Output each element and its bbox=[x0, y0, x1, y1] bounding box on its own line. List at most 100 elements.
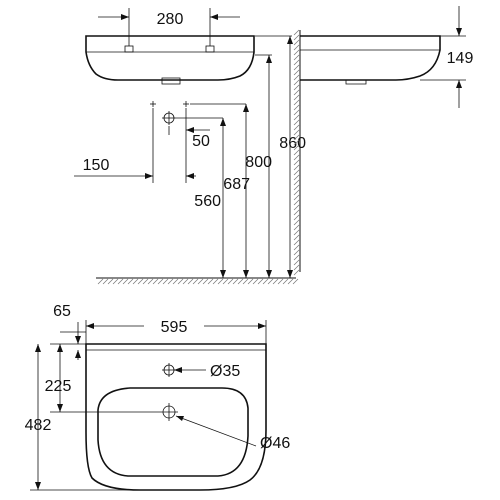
wall-hatch-line-30 bbox=[293, 179, 300, 186]
dim-800: 800 bbox=[245, 55, 272, 278]
wall-hatch-line-45 bbox=[293, 254, 300, 261]
floor-hatch-line-6 bbox=[127, 278, 134, 285]
wall-hatch-line-16 bbox=[293, 109, 300, 116]
wall-hatch-line-46 bbox=[293, 259, 300, 266]
wall-hatch-line-39 bbox=[293, 224, 300, 231]
floor-hatch-line-36 bbox=[277, 278, 284, 285]
wall-hatch-line-20 bbox=[293, 129, 300, 136]
floor-hatch-line-32 bbox=[257, 278, 264, 285]
dim-65-label: 65 bbox=[53, 303, 71, 320]
wall-hatch-line-29 bbox=[293, 174, 300, 181]
floor-hatch-line-28 bbox=[237, 278, 244, 285]
floor-hatch-line-22 bbox=[207, 278, 214, 285]
floor-hatch-line-34 bbox=[267, 278, 274, 285]
wall-hatch-line-31 bbox=[293, 184, 300, 191]
wall-hatch-line-2 bbox=[293, 39, 300, 46]
floor-hatch-line-15 bbox=[172, 278, 179, 285]
dim-280-label: 280 bbox=[157, 11, 184, 28]
dim-150-label: 150 bbox=[83, 157, 110, 174]
dim-d35: Ø35 bbox=[174, 363, 240, 380]
tap-hole-right bbox=[205, 45, 215, 53]
wall-hatch-line-12 bbox=[293, 89, 300, 96]
drain-hole bbox=[160, 403, 178, 421]
floor-hatch-line-11 bbox=[152, 278, 159, 285]
floor-hatch-line-38 bbox=[287, 278, 294, 285]
wall-hatch-line-17 bbox=[293, 114, 300, 121]
floor-hatch-line-26 bbox=[227, 278, 234, 285]
basin-side-outline bbox=[300, 35, 441, 81]
tap-hole bbox=[162, 363, 176, 377]
dim-560-label: 560 bbox=[194, 193, 221, 210]
tap-hole-left bbox=[124, 45, 134, 53]
basin-front-outline bbox=[85, 35, 255, 81]
front-elevation: 280 50 bbox=[74, 8, 306, 285]
wall-hatch-line-36 bbox=[293, 209, 300, 216]
wall-hatch-line-19 bbox=[293, 124, 300, 131]
side-waste-stub bbox=[345, 80, 367, 85]
wall-hatch-line-25 bbox=[293, 154, 300, 161]
floor-hatch-line-37 bbox=[282, 278, 289, 285]
dim-150: 150 bbox=[74, 157, 196, 179]
floor-hatch-line-2 bbox=[107, 278, 114, 285]
wall-hatch-line-11 bbox=[293, 84, 300, 91]
dim-225-label: 225 bbox=[45, 378, 72, 395]
floor-hatch-line-31 bbox=[252, 278, 259, 285]
wall-hatch-line-43 bbox=[293, 244, 300, 251]
dim-225: 225 bbox=[45, 343, 160, 413]
dim-482: 482 bbox=[25, 344, 140, 491]
wall-hatch-line-28 bbox=[293, 169, 300, 176]
wall-hatch-line-5 bbox=[293, 54, 300, 61]
basin-plan-outline bbox=[85, 343, 267, 491]
floor-hatch-line-12 bbox=[157, 278, 164, 285]
wall-hatch-line-21 bbox=[293, 134, 300, 141]
wall-hatch-line-9 bbox=[293, 74, 300, 81]
floor-hatch-line-1 bbox=[102, 278, 109, 285]
dim-50: 50 bbox=[168, 126, 210, 150]
floor-hatch-line-0 bbox=[97, 278, 104, 285]
floor-hatch-line-39 bbox=[292, 278, 299, 285]
dim-560: 560 bbox=[194, 118, 226, 278]
bowl-inner-outline bbox=[97, 387, 249, 477]
floor-hatch-line-16 bbox=[177, 278, 184, 285]
dim-d46: Ø46 bbox=[175, 415, 290, 452]
floor-hatch-line-8 bbox=[137, 278, 144, 285]
wall-hatch-line-35 bbox=[293, 204, 300, 211]
wall-hatch-line-48 bbox=[293, 269, 300, 276]
floor-hatch-line-33 bbox=[262, 278, 269, 285]
wall-hatch-line-18 bbox=[293, 119, 300, 126]
dim-595: 595 bbox=[85, 319, 267, 344]
fixing-mark-right bbox=[183, 101, 189, 107]
floor-hatch-line-23 bbox=[212, 278, 219, 285]
wall-hatch-line-41 bbox=[293, 234, 300, 241]
dim-149: 149 bbox=[420, 6, 473, 108]
plan-view: 595 65 225 482 bbox=[25, 303, 290, 491]
floor-hatch-line-3 bbox=[112, 278, 119, 285]
wall-hatch-line-0 bbox=[293, 29, 300, 36]
floor-hatch-line-30 bbox=[247, 278, 254, 285]
wall-hatch-line-42 bbox=[293, 239, 300, 246]
dim-50-label: 50 bbox=[192, 133, 210, 150]
dim-280: 280 bbox=[98, 11, 240, 28]
wall-hatch-line-4 bbox=[293, 49, 300, 56]
floor bbox=[96, 277, 299, 285]
dim-595-label: 595 bbox=[161, 319, 188, 336]
wall-hatch-line-6 bbox=[293, 59, 300, 66]
wall-hatch-line-23 bbox=[293, 144, 300, 151]
floor-hatch-line-5 bbox=[122, 278, 129, 285]
wall-hatch-line-24 bbox=[293, 149, 300, 156]
wall-hatch-line-44 bbox=[293, 249, 300, 256]
floor-hatch-line-27 bbox=[232, 278, 239, 285]
floor-hatch-line-24 bbox=[217, 278, 224, 285]
wall-hatch-line-26 bbox=[293, 159, 300, 166]
floor-hatch-line-35 bbox=[272, 278, 279, 285]
dim-d46-label: Ø46 bbox=[260, 435, 290, 452]
wall-hatch-line-33 bbox=[293, 194, 300, 201]
floor-hatch-line-14 bbox=[167, 278, 174, 285]
dim-65: 65 bbox=[53, 303, 86, 360]
dim-860-label: 860 bbox=[279, 135, 306, 152]
wall-hatch-line-14 bbox=[293, 99, 300, 106]
wall-hatch-line-7 bbox=[293, 64, 300, 71]
floor-hatch-line-18 bbox=[187, 278, 194, 285]
wall-hatch-line-22 bbox=[293, 139, 300, 146]
wall-hatch-line-37 bbox=[293, 214, 300, 221]
